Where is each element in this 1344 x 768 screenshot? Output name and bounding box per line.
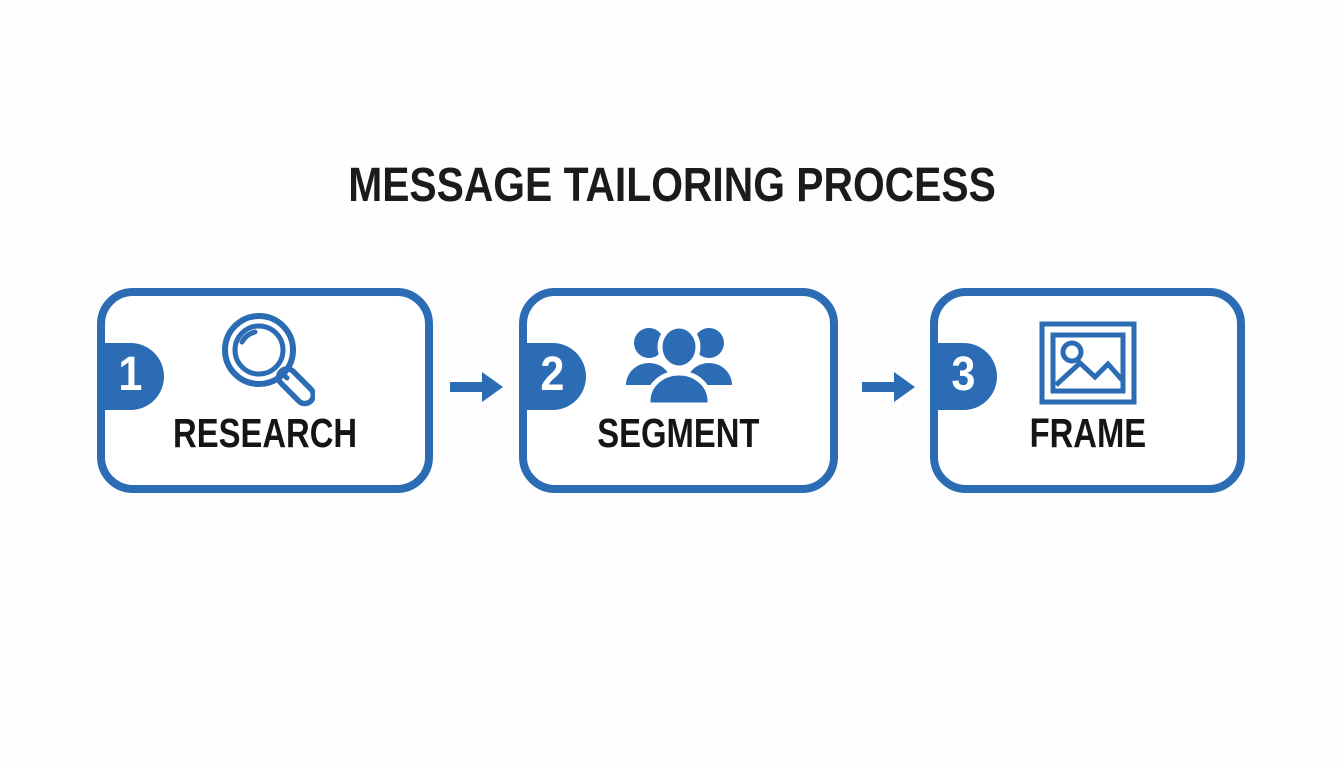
step-number-badge: 3 xyxy=(930,343,997,410)
step-number: 3 xyxy=(951,348,976,401)
page-title: MESSAGE TAILORING PROCESS xyxy=(348,159,996,212)
step-label: FRAME xyxy=(1029,410,1146,456)
step-number-badge: 1 xyxy=(97,343,164,410)
arrow-right-icon xyxy=(450,372,503,402)
people-group-icon xyxy=(527,308,830,418)
step-box-frame: 3 FRAME xyxy=(930,288,1245,493)
step-number-badge: 2 xyxy=(519,343,586,410)
step-number: 2 xyxy=(540,348,565,401)
step-label: RESEARCH xyxy=(172,410,358,456)
step-label: SEGMENT xyxy=(597,410,760,456)
magnifier-icon xyxy=(105,308,425,418)
step-box-segment: 2 SEGMENT xyxy=(519,288,838,493)
arrow-right-icon xyxy=(862,372,915,402)
picture-frame-icon xyxy=(938,308,1237,418)
step-box-research: 1 RESEARCH xyxy=(97,288,433,493)
step-number: 1 xyxy=(118,348,143,401)
